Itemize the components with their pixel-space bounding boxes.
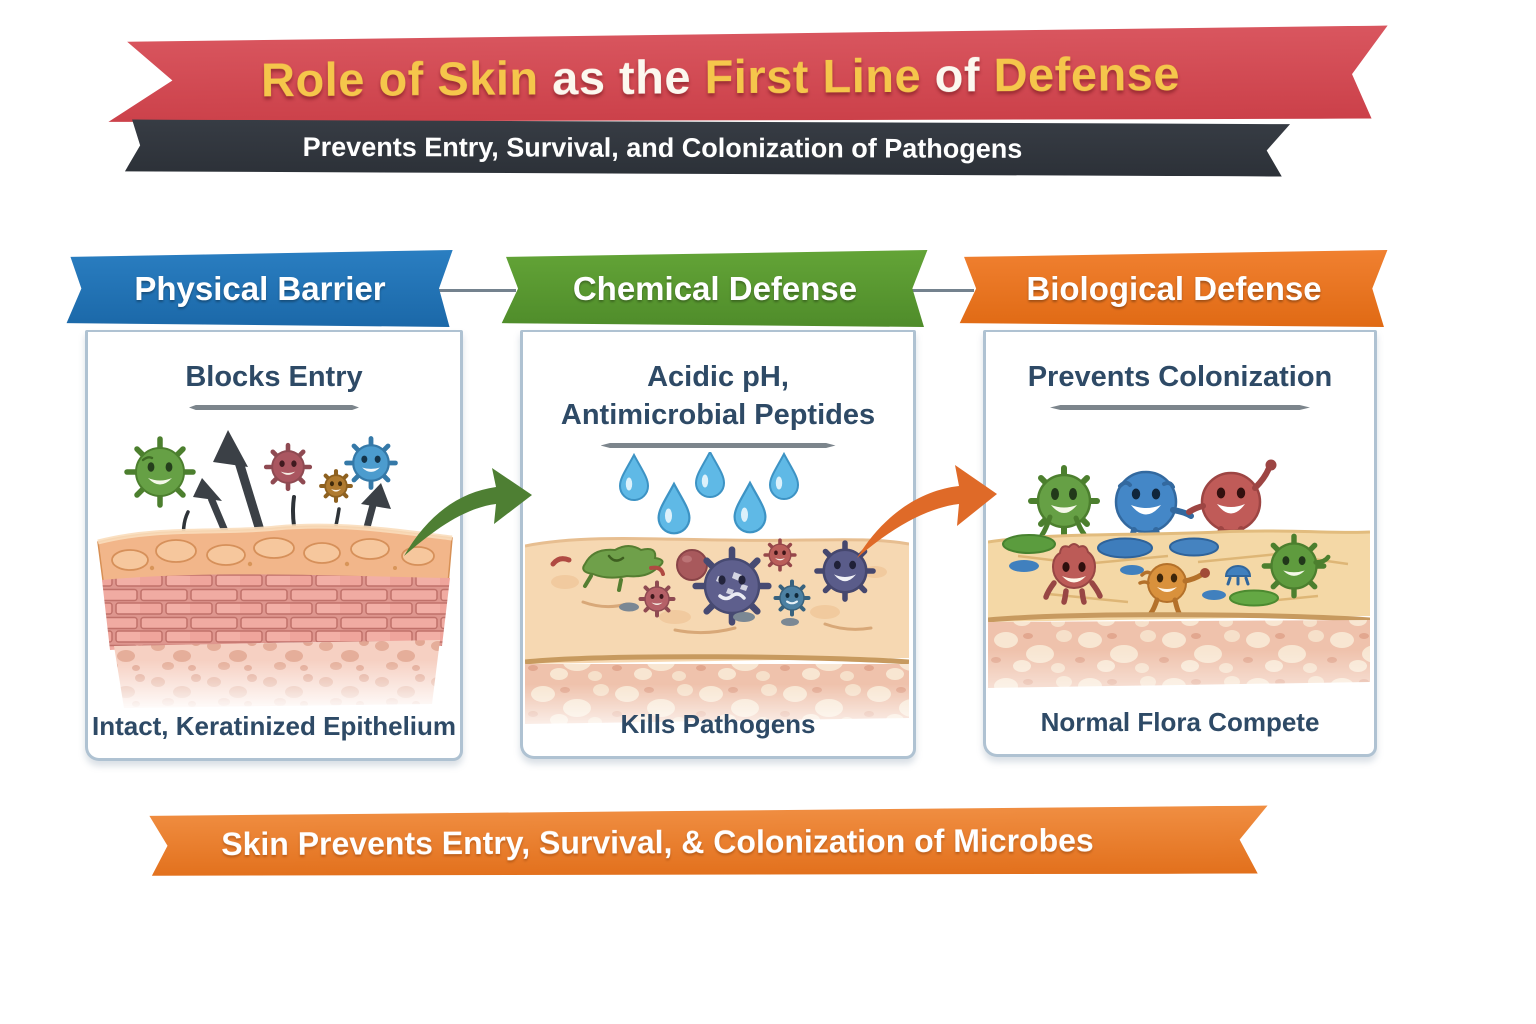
blue-virus-icon [773, 579, 811, 617]
basement-membrane-line [988, 612, 1370, 623]
green-surface-flora-icon [1264, 536, 1331, 595]
basement-membrane-line [525, 654, 909, 665]
panel-biological-defense: Prevents Colonization [983, 330, 1377, 757]
header-connector-line [910, 289, 974, 292]
title-segment: Role of Skin [260, 51, 539, 107]
caption-line-1: Acidic pH, [647, 361, 789, 393]
fade-overlay [525, 684, 909, 750]
panel-header-label: Physical Barrier [134, 269, 386, 307]
title-segment: Defense [993, 46, 1181, 102]
subtitle-text: Prevents Entry, Survival, and Colonizati… [302, 131, 1023, 164]
purple-virus-icon [817, 543, 873, 599]
red-virus-icon [763, 538, 797, 572]
red-sphere-pathogen-icon [676, 549, 708, 581]
flow-arrow-green-icon [404, 468, 532, 556]
green-flora-icon [1031, 468, 1097, 538]
red-surface-flora-icon [1043, 543, 1103, 605]
panel-header-chemical-defense: Chemical Defense [501, 250, 928, 327]
title-segment: First Line [704, 48, 922, 104]
friendly-flora-illustration [988, 459, 1370, 744]
panel-physical-barrier: Blocks Entry [85, 330, 463, 761]
panel-header-biological-defense: Biological Defense [959, 250, 1388, 327]
panel-header-physical-barrier: Physical Barrier [66, 250, 453, 327]
caption-underline [1050, 405, 1310, 410]
caption-underline [600, 443, 836, 448]
panel-caption: Acidic pH, Antimicrobial Peptides [523, 358, 913, 434]
antimicrobial-droplets-illustration [525, 452, 909, 750]
flow-arrow-orange-icon [857, 465, 997, 558]
panel-footnote: Intact, Keratinized Epithelium [91, 711, 457, 741]
droplet-icon [619, 452, 799, 535]
panel-chemical-defense: Acidic pH, Antimicrobial Peptides [520, 330, 916, 759]
colony-disc-icon [1002, 534, 1279, 607]
page-title: Role of Skin as the First Line of Defens… [261, 46, 1230, 108]
title-segment: of [920, 48, 994, 102]
caption-line-2: Antimicrobial Peptides [560, 399, 876, 431]
green-microbe-icon [127, 439, 193, 505]
title-ribbon: Role of Skin as the First Line of Defens… [103, 26, 1389, 128]
panel-footnote: Kills Pathogens [620, 709, 816, 739]
brown-microbe-icon [321, 471, 351, 501]
skin-cross-section-illustration [90, 430, 456, 722]
header-connector-line [438, 289, 516, 292]
footer-text: Skin Prevents Entry, Survival, & Coloniz… [221, 821, 1094, 862]
maroon-virus-icon [638, 580, 676, 618]
footer-ribbon: Skin Prevents Entry, Survival, & Coloniz… [145, 806, 1270, 879]
green-dissolving-pathogen-icon [550, 545, 665, 592]
purple-virus-icon [696, 550, 769, 623]
panel-caption: Blocks Entry [185, 361, 363, 393]
panel-footnote: Normal Flora Compete [1040, 707, 1320, 737]
skin-cross-section [90, 523, 456, 722]
panel-header-label: Chemical Defense [572, 269, 858, 307]
caption-underline [189, 405, 359, 410]
subtitle-ribbon: Prevents Entry, Survival, and Colonizati… [125, 119, 1290, 176]
blue-bug-icon [1224, 565, 1252, 586]
maroon-microbe-icon [266, 445, 310, 489]
title-segment: as the [538, 50, 705, 105]
panel-caption: Prevents Colonization [1027, 361, 1333, 393]
orange-surface-flora-icon [1138, 563, 1210, 616]
panel-header-label: Biological Defense [1026, 269, 1322, 307]
fade-overlay [988, 650, 1370, 744]
blue-microbe-icon [347, 439, 396, 488]
blue-flora-icon [1114, 470, 1194, 545]
pebble-icon [619, 602, 799, 626]
